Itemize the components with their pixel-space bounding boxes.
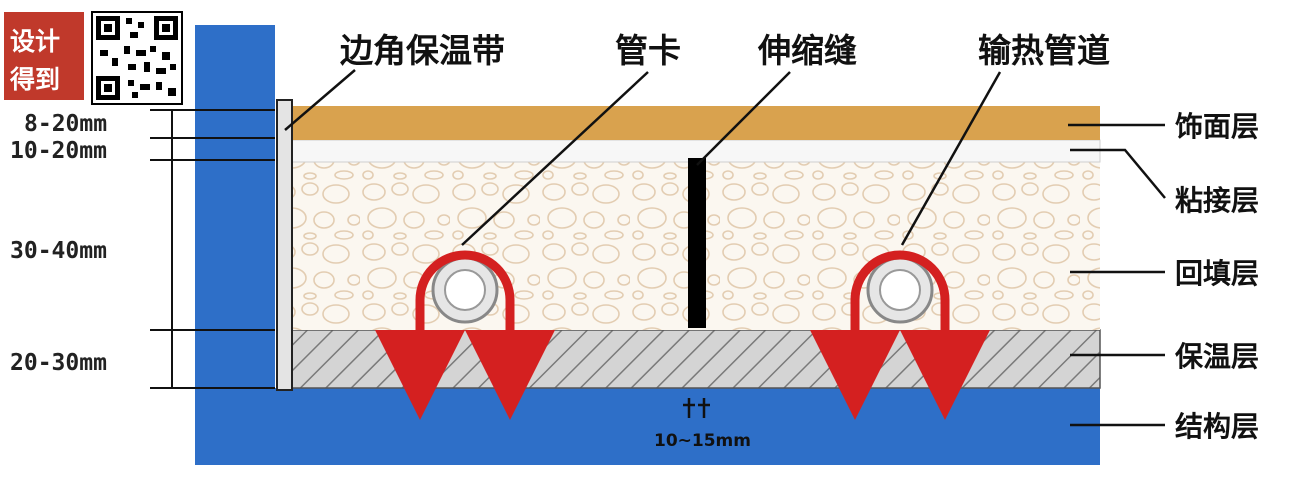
logo-line-1: 设计 bbox=[10, 27, 60, 56]
label-bonding-layer: 粘接层 bbox=[1175, 184, 1259, 217]
dim-insulation: 20-30mm bbox=[10, 350, 107, 376]
heat-pipe-right bbox=[866, 256, 934, 324]
insulation-layer bbox=[291, 329, 1101, 389]
label-structure-layer: 结构层 bbox=[1175, 410, 1259, 443]
qr-code bbox=[91, 11, 183, 105]
label-expansion-joint: 伸缩缝 bbox=[757, 31, 857, 70]
label-edge-strip: 边角保温带 bbox=[340, 31, 505, 70]
layer-leader-lines bbox=[1068, 123, 1166, 427]
pipe-clip-left bbox=[375, 250, 555, 420]
label-finish-layer: 饰面层 bbox=[1175, 110, 1259, 143]
label-heat-pipe: 输热管道 bbox=[978, 31, 1110, 70]
gap-marker bbox=[683, 398, 710, 418]
dim-gap: 10~15mm bbox=[654, 431, 751, 451]
dimension-lines bbox=[150, 109, 275, 389]
logo: 设计 得到 bbox=[4, 12, 84, 100]
logo-line-2: 得到 bbox=[9, 65, 60, 94]
pipe-clip-right bbox=[810, 250, 990, 420]
dim-backfill: 30-40mm bbox=[10, 238, 107, 264]
label-pipe-clip: 管卡 bbox=[615, 31, 681, 70]
edge-insulation-strip bbox=[276, 99, 293, 391]
expansion-joint bbox=[688, 158, 706, 328]
label-backfill-layer: 回填层 bbox=[1175, 257, 1259, 290]
dim-finish: 8-20mm bbox=[24, 111, 107, 137]
dim-bonding: 10-20mm bbox=[10, 138, 107, 164]
top-leader-lines bbox=[284, 69, 1002, 246]
label-insulation-layer: 保温层 bbox=[1175, 340, 1259, 373]
heat-pipe-left bbox=[431, 256, 499, 324]
